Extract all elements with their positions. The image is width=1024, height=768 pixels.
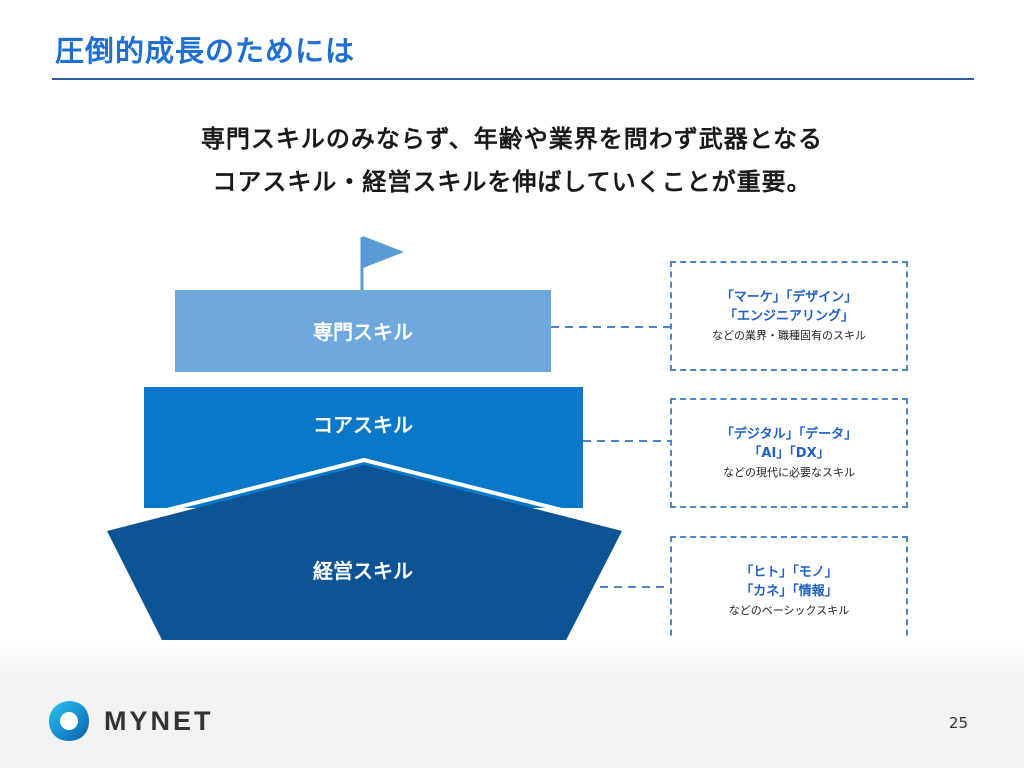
callout-core: 「デジタル」「データ」 「AI」「DX」 などの現代に必要なスキル xyxy=(670,398,908,508)
headline-line-2: コアスキル・経営スキルを伸ばしていくことが重要。 xyxy=(212,168,812,196)
tier-core-label: コアスキル xyxy=(313,413,413,437)
callout-management-keywords-2: 「カネ」「情報」 xyxy=(740,583,838,599)
callout-management: 「ヒト」「モノ」 「カネ」「情報」 などのベーシックスキル xyxy=(670,536,908,646)
callout-specialist-description: などの業界・職種固有のスキル xyxy=(712,328,866,342)
headline-line-1: 専門スキルのみならず、年齢や業界を問わず武器となる xyxy=(200,125,824,153)
callout-management-description: などのベーシックスキル xyxy=(728,603,850,617)
callout-specialist-keywords-1: 「マーケ」「デザイン」 xyxy=(720,289,858,305)
callout-specialist-keywords-2: 「エンジニアリング」 xyxy=(723,308,854,324)
tier-specialist-label: 専門スキル xyxy=(313,320,413,344)
footer-band xyxy=(0,688,1024,768)
callout-core-keywords-2: 「AI」「DX」 xyxy=(748,445,830,461)
callout-core-description: などの現代に必要なスキル xyxy=(723,465,855,479)
company-logo: MYNET xyxy=(46,698,214,744)
callout-management-keywords-1: 「ヒト」「モノ」 xyxy=(740,564,838,580)
ring-logo-icon xyxy=(49,701,89,741)
tier-specialist-shape xyxy=(175,290,551,372)
hull-separator-line xyxy=(103,457,626,528)
slide-title: 圧倒的成長のためには xyxy=(55,34,356,68)
tier-management-label: 経営スキル xyxy=(313,559,413,583)
logo-wordmark: MYNET xyxy=(104,705,214,736)
tier-management-shape xyxy=(107,465,622,652)
page-number: 25 xyxy=(948,714,968,732)
callout-specialist: 「マーケ」「デザイン」 「エンジニアリング」 などの業界・職種固有のスキル xyxy=(670,261,908,371)
footer-fade xyxy=(0,640,1024,688)
callout-core-keywords-1: 「デジタル」「データ」 xyxy=(720,426,858,442)
flag-icon xyxy=(363,236,404,268)
title-divider xyxy=(52,78,974,80)
